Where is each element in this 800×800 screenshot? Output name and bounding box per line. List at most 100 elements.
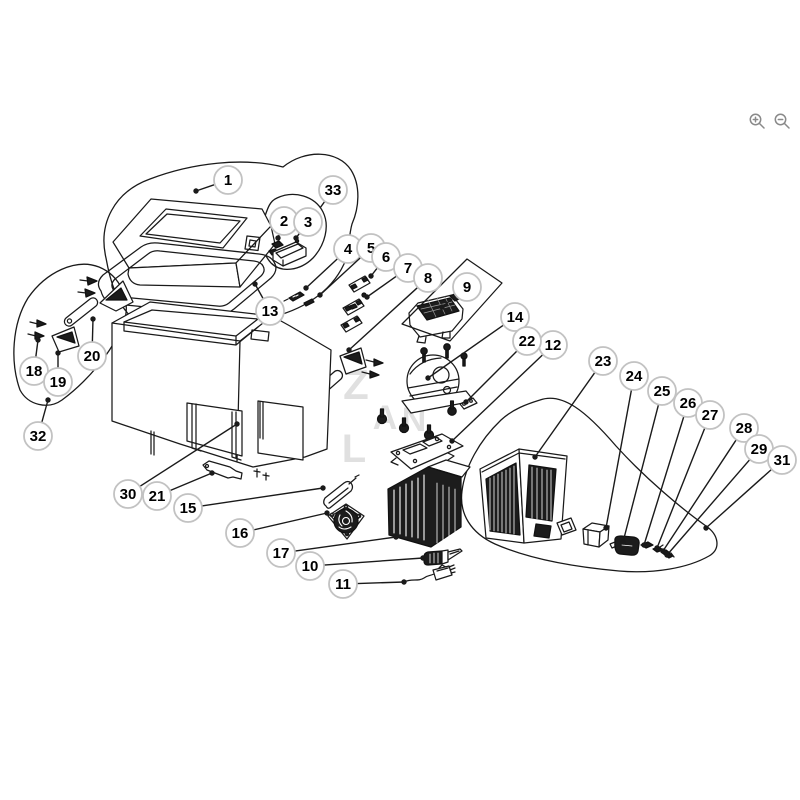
balloon-circle[interactable] — [695, 400, 725, 430]
cable-part — [403, 564, 456, 583]
balloon-30[interactable]: 30 — [113, 421, 240, 509]
balloon-circle[interactable] — [512, 326, 542, 356]
leader-dot — [393, 534, 399, 540]
leader-line — [705, 468, 773, 529]
balloon-26[interactable]: 26 — [641, 388, 703, 548]
balloon-10[interactable]: 10 — [295, 551, 426, 581]
balloon-circle[interactable] — [173, 493, 203, 523]
balloon-number: 24 — [626, 368, 643, 385]
handle-parts-left — [27, 276, 134, 353]
balloon-circle[interactable] — [225, 518, 255, 548]
balloon-circle[interactable] — [255, 296, 285, 326]
zoom-out-icon[interactable] — [773, 112, 791, 130]
leader-dot — [364, 294, 370, 300]
balloon-29[interactable]: 29 — [664, 434, 774, 558]
zoom-in-icon[interactable] — [748, 112, 766, 130]
balloon-22[interactable]: 22 — [463, 326, 542, 405]
balloon-32[interactable]: 32 — [23, 397, 53, 451]
balloon-circle[interactable] — [729, 413, 759, 443]
balloon-4[interactable]: 4 — [303, 234, 363, 291]
leader-line — [605, 389, 633, 529]
leader-dot — [234, 421, 240, 427]
leader-line — [319, 200, 326, 209]
leader-line — [451, 354, 544, 442]
balloon-25[interactable]: 25 — [620, 376, 677, 545]
balloon-number: 8 — [424, 270, 432, 287]
leader-line — [356, 581, 405, 585]
balloon-circle[interactable] — [293, 207, 323, 237]
balloon-circle[interactable] — [43, 367, 73, 397]
leader-dot — [55, 350, 61, 356]
balloon-number: 12 — [545, 337, 562, 354]
balloon-circle[interactable] — [213, 165, 243, 195]
balloon-27[interactable]: 27 — [654, 400, 725, 551]
balloon-2[interactable]: 2 — [269, 206, 299, 241]
vent-cover-part — [479, 448, 568, 544]
highlight-box — [401, 258, 503, 342]
balloon-circle[interactable] — [23, 421, 53, 451]
electrical-group-outline — [460, 397, 718, 573]
balloon-1[interactable]: 1 — [193, 165, 243, 195]
leader-line — [366, 275, 397, 298]
leader-dot — [317, 292, 323, 298]
balloon-20[interactable]: 20 — [77, 316, 107, 371]
leader-line — [465, 350, 518, 403]
balloon-circle[interactable] — [266, 538, 296, 568]
balloon-circle[interactable] — [767, 445, 797, 475]
leader-dot — [532, 454, 538, 460]
leader-dot — [641, 542, 647, 548]
electrical-parts — [556, 517, 675, 559]
balloon-9[interactable]: 9 — [439, 272, 482, 310]
balloon-number: 7 — [404, 260, 412, 277]
balloon-8[interactable]: 8 — [346, 263, 443, 353]
parts-layer — [27, 198, 675, 583]
leader-dot — [209, 470, 215, 476]
leader-line — [139, 423, 238, 488]
balloon-number: 27 — [702, 407, 719, 424]
control-module-part — [408, 292, 464, 344]
balloon-12[interactable]: 12 — [449, 330, 568, 444]
balloon-28[interactable]: 28 — [660, 413, 759, 554]
balloon-circle[interactable] — [295, 551, 325, 581]
balloon-circle[interactable] — [588, 346, 618, 376]
leader-dot — [324, 510, 330, 516]
balloon-circle[interactable] — [413, 263, 443, 293]
balloon-number: 15 — [180, 500, 197, 517]
balloon-number: 23 — [595, 353, 612, 370]
leader-dot — [320, 485, 326, 491]
balloon-14[interactable]: 14 — [425, 302, 530, 381]
balloon-number: 20 — [84, 348, 101, 365]
balloon-circle[interactable] — [113, 479, 143, 509]
condenser-part — [387, 459, 471, 548]
balloon-16[interactable]: 16 — [225, 510, 330, 548]
balloon-31[interactable]: 31 — [703, 445, 797, 531]
balloon-circle[interactable] — [452, 272, 482, 302]
balloon-circle[interactable] — [318, 175, 348, 205]
balloon-17[interactable]: 17 — [266, 534, 399, 568]
leader-dot — [252, 281, 258, 287]
balloon-circle[interactable] — [142, 481, 172, 511]
balloon-number: 26 — [680, 395, 697, 412]
balloon-circle[interactable] — [77, 341, 107, 371]
balloon-24[interactable]: 24 — [603, 361, 649, 531]
leader-dot — [703, 525, 709, 531]
leader-line — [254, 283, 264, 300]
balloon-13[interactable]: 13 — [252, 281, 285, 326]
leader-line — [662, 439, 737, 552]
balloon-circle[interactable] — [619, 361, 649, 391]
balloon-19[interactable]: 19 — [43, 350, 73, 397]
balloon-3[interactable]: 3 — [293, 207, 323, 241]
balloon-circle[interactable] — [328, 569, 358, 599]
leader-line — [348, 286, 419, 351]
balloon-circle[interactable] — [500, 302, 530, 332]
leader-dot — [463, 399, 469, 405]
balloon-23[interactable]: 23 — [532, 346, 618, 460]
balloon-33[interactable]: 33 — [318, 175, 348, 209]
balloon-number: 17 — [273, 545, 290, 562]
balloon-11[interactable]: 11 — [328, 569, 407, 599]
leader-line — [294, 536, 397, 552]
balloon-21[interactable]: 21 — [142, 470, 215, 511]
leader-dot — [293, 235, 299, 241]
balloon-circle[interactable] — [647, 376, 677, 406]
balloon-15[interactable]: 15 — [173, 485, 326, 523]
